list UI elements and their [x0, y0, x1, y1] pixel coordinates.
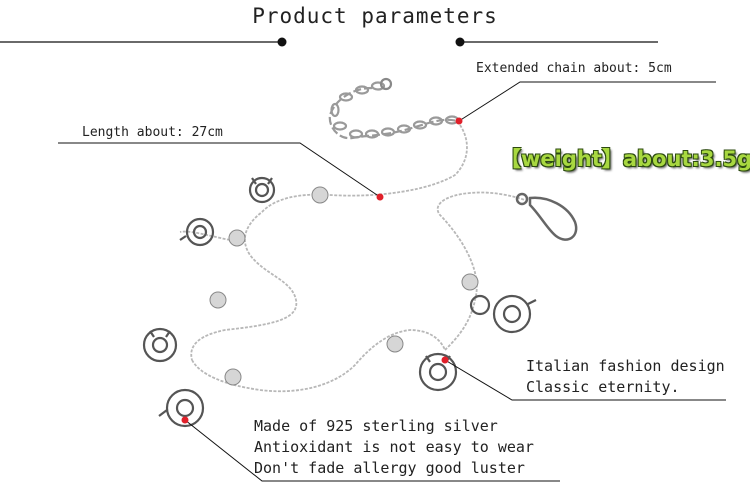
material-line-2: Antioxidant is not easy to wear [254, 438, 534, 456]
design-line-1: Italian fashion design [526, 357, 725, 375]
extended-chain-label: Extended chain about: 5cm [476, 61, 672, 76]
weight-label: 【weight】about:3.5g [500, 147, 750, 171]
page-title: Product parameters [252, 4, 498, 28]
callout-lines [58, 81, 726, 482]
design-block: Italian fashion design Classic eternity. [526, 356, 725, 398]
header-rule-right-dot [455, 37, 465, 47]
silver-beads [209, 186, 479, 386]
header-rule-left-dot [277, 37, 287, 47]
box-chain [179, 124, 526, 393]
length-label: Length about: 27cm [82, 125, 223, 140]
material-line-1: Made of 925 sterling silver [254, 417, 498, 435]
material-block: Made of 925 sterling silver Antioxidant … [254, 416, 534, 479]
accent-dots [181, 117, 463, 424]
material-line-3: Don't fade allergy good luster [254, 459, 525, 477]
extender-chain [328, 77, 461, 140]
lobster-clasp [515, 192, 578, 241]
pig-charms [142, 176, 537, 428]
design-line-2: Classic eternity. [526, 378, 680, 396]
